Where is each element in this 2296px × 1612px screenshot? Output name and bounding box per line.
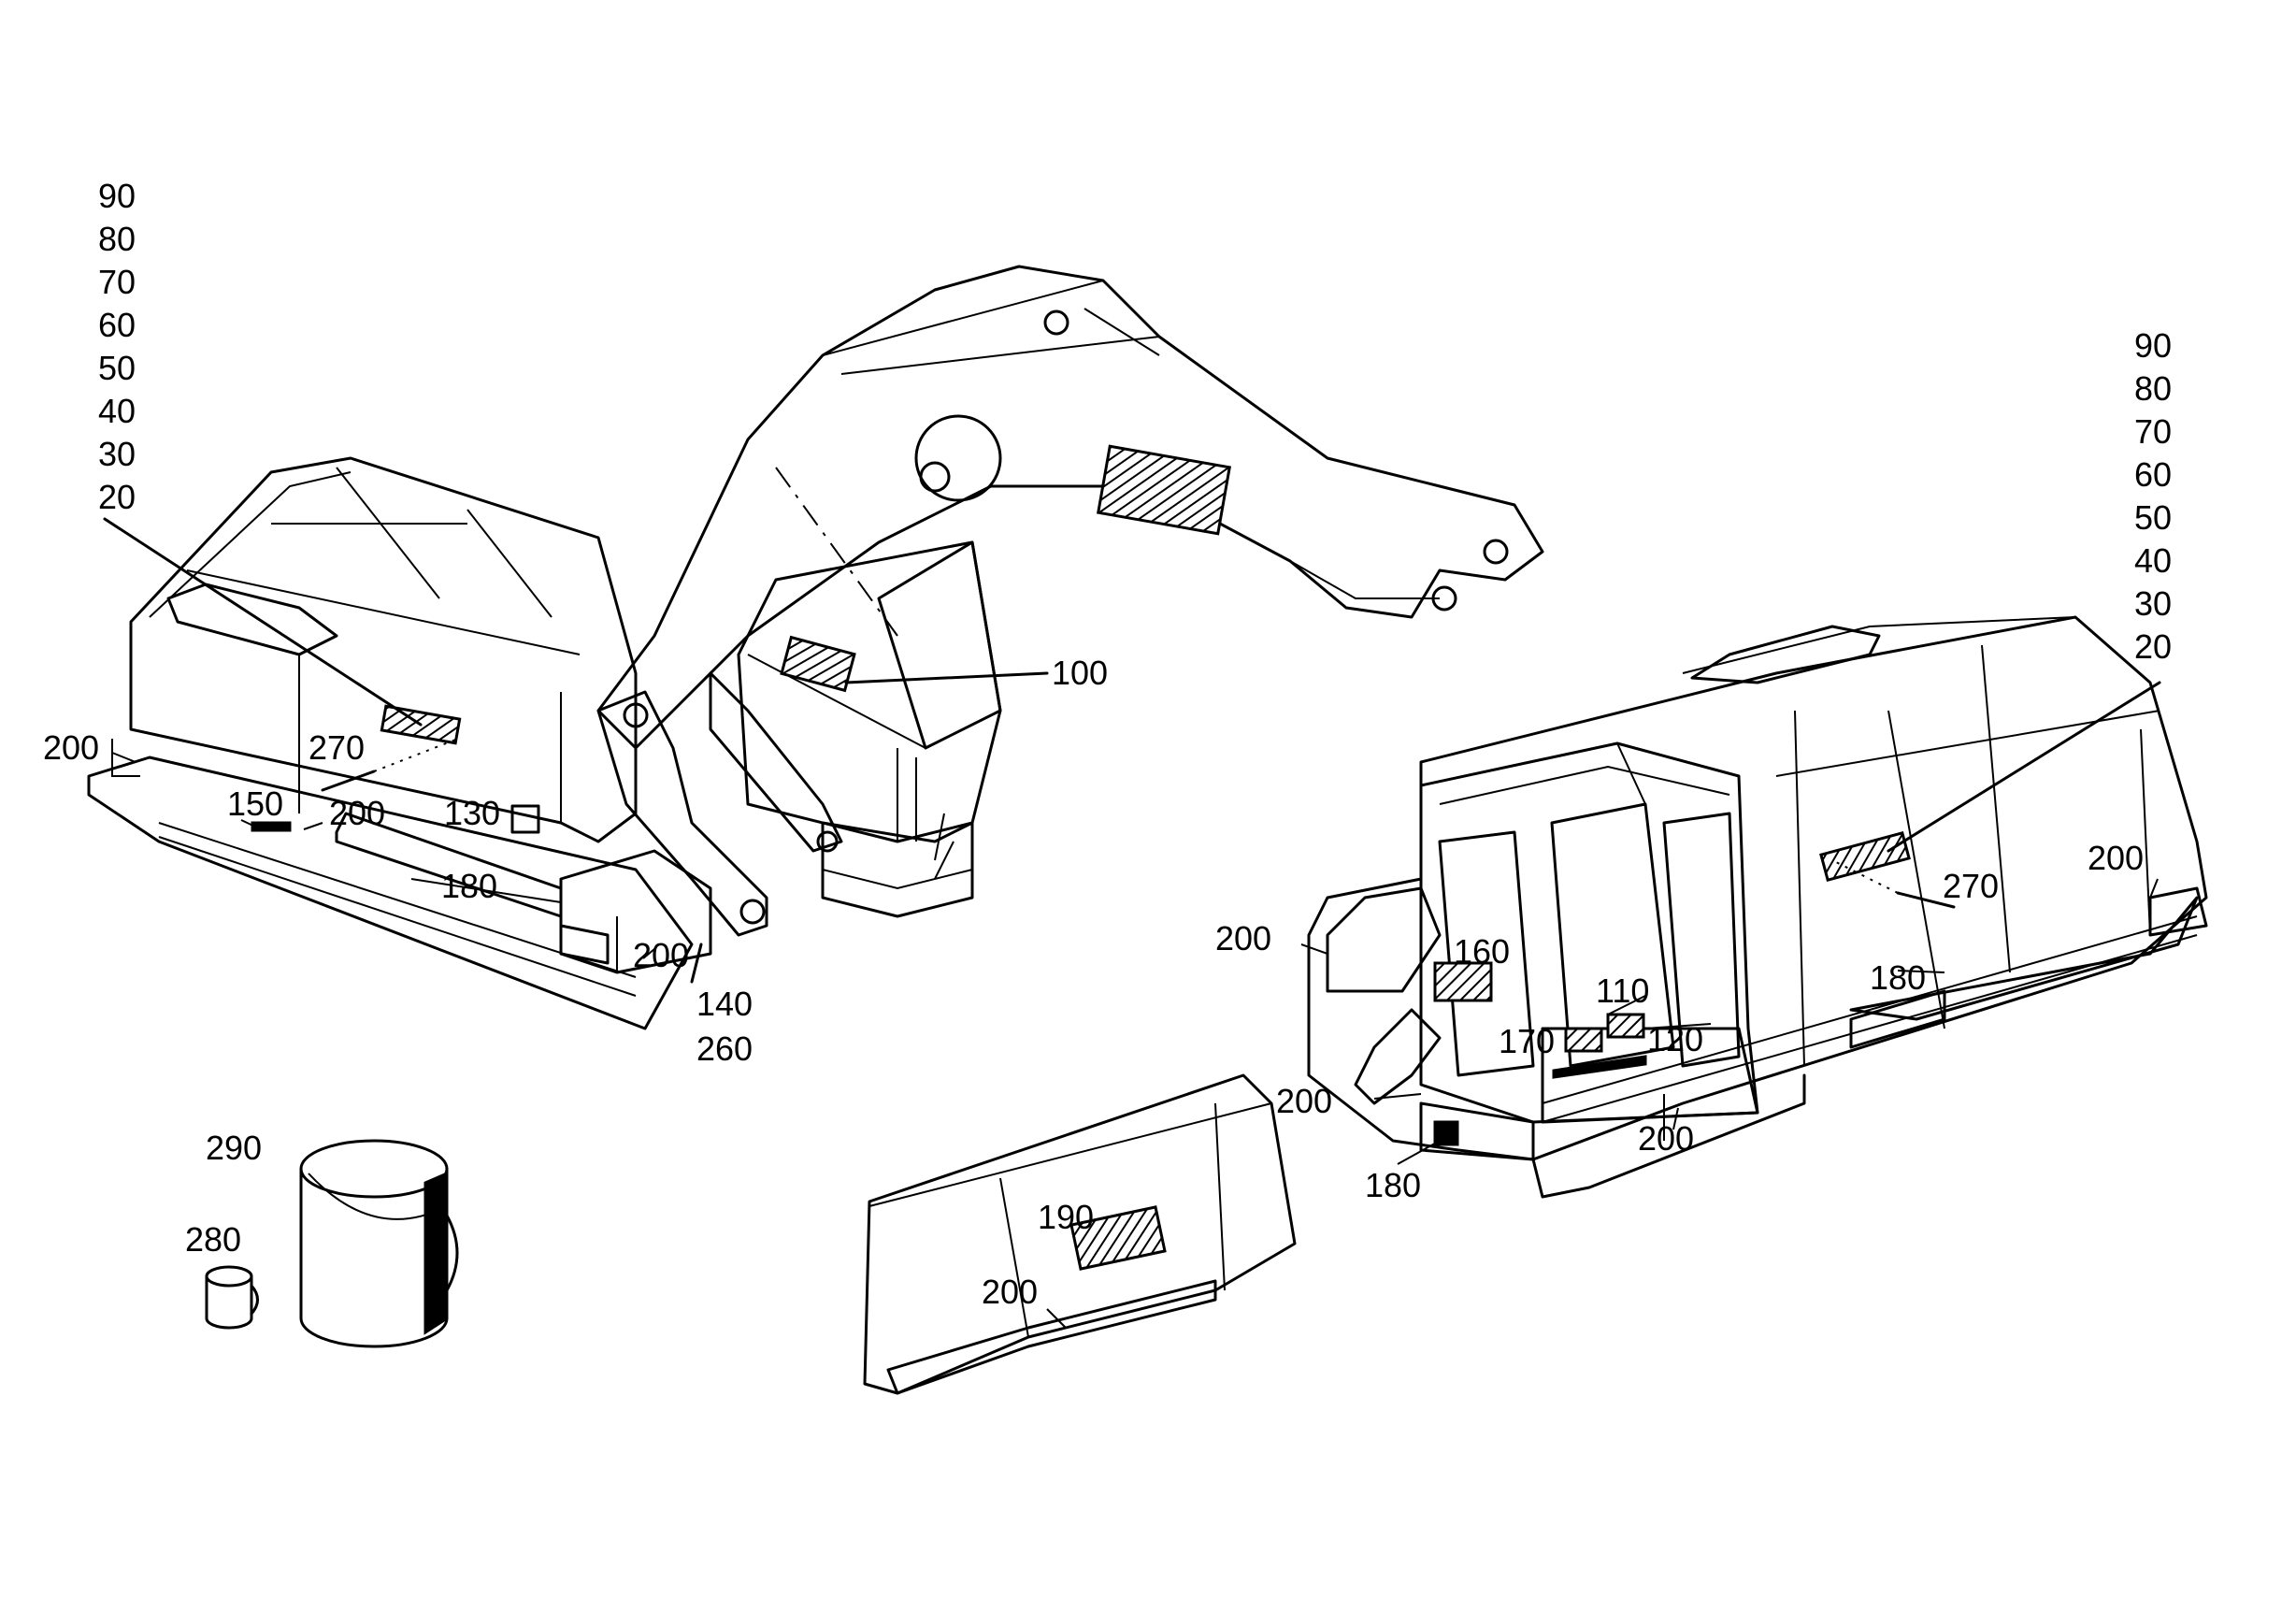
right-cabin	[1354, 741, 1759, 1161]
left-plate-130	[510, 804, 540, 834]
boom	[596, 265, 1544, 937]
right-strip-plate	[1552, 1055, 1647, 1079]
callout-right-180-base: 180	[1365, 1166, 1421, 1204]
callout-left-260: 260	[696, 1029, 753, 1068]
callout-left-200-rear: 200	[43, 728, 99, 767]
callout-left-180: 180	[441, 867, 497, 905]
callout-right-200-cab: 200	[1276, 1082, 1332, 1120]
callout-190: 190	[1038, 1198, 1094, 1236]
boom-plate-large	[1096, 444, 1232, 536]
callout-290: 290	[206, 1129, 262, 1167]
callout-right-80: 80	[2134, 369, 2172, 408]
paint-can-small	[205, 1265, 259, 1330]
callout-right-270: 270	[1943, 867, 1999, 905]
callout-right-90: 90	[2134, 326, 2172, 365]
paint-can-large	[299, 1139, 459, 1348]
callout-280: 280	[185, 1220, 241, 1259]
callout-right-60: 60	[2134, 455, 2172, 494]
callout-right-200-bottom: 200	[1638, 1119, 1694, 1158]
boom-plate-100	[780, 635, 856, 693]
callout-left-50: 50	[98, 349, 136, 387]
callout-right-200-rear: 200	[2088, 839, 2144, 877]
left-machine	[87, 456, 712, 1030]
right-plate-20-90	[1819, 830, 1911, 883]
callout-right-70: 70	[2134, 412, 2172, 451]
callout-right-160: 160	[1454, 932, 1510, 971]
callout-left-40: 40	[98, 392, 136, 430]
callout-right-20: 20	[2134, 627, 2172, 666]
leader-lines	[103, 517, 2161, 1329]
right-plate-110-120	[1606, 1013, 1645, 1039]
counterweight-plate-190	[1069, 1205, 1167, 1271]
callout-right-200-left: 200	[1215, 919, 1271, 957]
counterweight	[863, 1073, 1297, 1395]
callout-right-50: 50	[2134, 498, 2172, 537]
callout-right-30: 30	[2134, 584, 2172, 623]
callout-left-140: 140	[696, 985, 753, 1023]
callout-left-60: 60	[98, 306, 136, 344]
left-cabin	[737, 540, 1002, 918]
callout-labels: 90 80 70 60 50 40 30 20 90 80 70 60 50 4…	[43, 177, 2172, 1311]
callout-left-80: 80	[98, 220, 136, 258]
callout-left-30: 30	[98, 435, 136, 473]
left-plate-150	[251, 821, 292, 832]
callout-100: 100	[1052, 654, 1108, 692]
callout-right-120: 120	[1647, 1020, 1703, 1058]
callout-left-200-side: 200	[329, 794, 385, 832]
callout-left-90: 90	[98, 177, 136, 215]
right-plate-160	[1433, 961, 1493, 1002]
callout-left-70: 70	[98, 263, 136, 301]
callout-right-170: 170	[1499, 1022, 1555, 1060]
callout-left-150: 150	[227, 784, 283, 823]
right-machine	[1307, 615, 2208, 1199]
callout-right-110: 110	[1596, 972, 1649, 1010]
callout-right-180-side: 180	[1870, 958, 1926, 997]
callout-left-270: 270	[309, 728, 365, 767]
callout-counterweight-200: 200	[982, 1273, 1038, 1311]
callout-left-200-front: 200	[633, 936, 689, 974]
right-plate-180-base	[1433, 1120, 1459, 1146]
callout-left-20: 20	[98, 478, 136, 516]
right-plate-170	[1564, 1027, 1603, 1053]
callout-left-130: 130	[444, 794, 500, 832]
callout-right-40: 40	[2134, 541, 2172, 580]
